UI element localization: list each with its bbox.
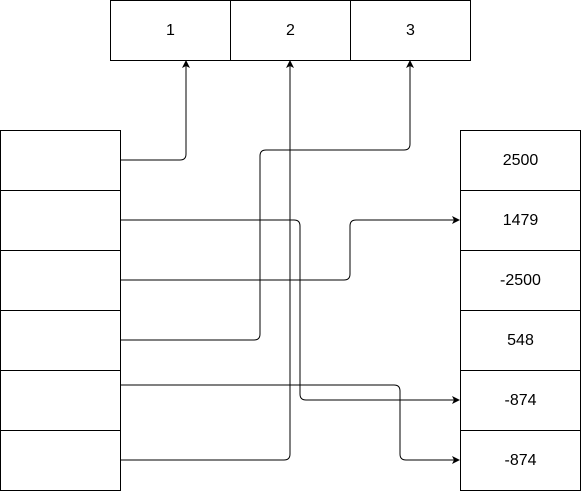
connectors: [120, 60, 460, 464]
top-cell-1-label: 2: [286, 22, 295, 39]
left-cell-2[interactable]: [0, 250, 121, 311]
right-cell-2[interactable]: -2500: [460, 250, 581, 311]
top-cell-2-label: 3: [406, 22, 415, 39]
right-cell-4[interactable]: -874: [460, 370, 581, 431]
left-cell-1[interactable]: [0, 190, 121, 251]
connector-left-1-to-right-4: [120, 219, 460, 404]
right-cell-2-label: -2500: [500, 272, 541, 289]
right-cell-0-label: 2500: [503, 152, 539, 169]
right-cell-5[interactable]: -874: [460, 430, 581, 491]
right-cell-4-label: -874: [504, 392, 536, 409]
connector-left-5-to-top-1: [120, 60, 294, 461]
top-cell-0[interactable]: 1: [110, 0, 231, 61]
right-cell-0[interactable]: 2500: [460, 130, 581, 191]
top-array: 1 2 3: [110, 0, 471, 61]
right-cell-3-label: 548: [507, 332, 534, 349]
top-cell-0-label: 1: [166, 22, 175, 39]
right-cell-1-label: 1479: [503, 212, 539, 229]
right-cell-5-label: -874: [504, 452, 536, 469]
left-array: [0, 130, 121, 491]
top-cell-2[interactable]: 3: [350, 0, 471, 61]
left-cell-0[interactable]: [0, 130, 121, 191]
connector-left-3-to-top-2: [120, 60, 414, 341]
top-cell-1[interactable]: 2: [230, 0, 351, 61]
left-cell-3[interactable]: [0, 310, 121, 371]
left-cell-5[interactable]: [0, 430, 121, 491]
left-cell-4[interactable]: [0, 370, 121, 431]
right-cell-3[interactable]: 548: [460, 310, 581, 371]
connector-left-2-to-right-1: [120, 216, 460, 281]
connector-left-4-to-right-5: [120, 384, 460, 464]
right-cell-1[interactable]: 1479: [460, 190, 581, 251]
right-array: 2500 1479 -2500 548 -874 -874: [460, 130, 581, 491]
connector-left-0-to-top-0: [120, 60, 190, 161]
